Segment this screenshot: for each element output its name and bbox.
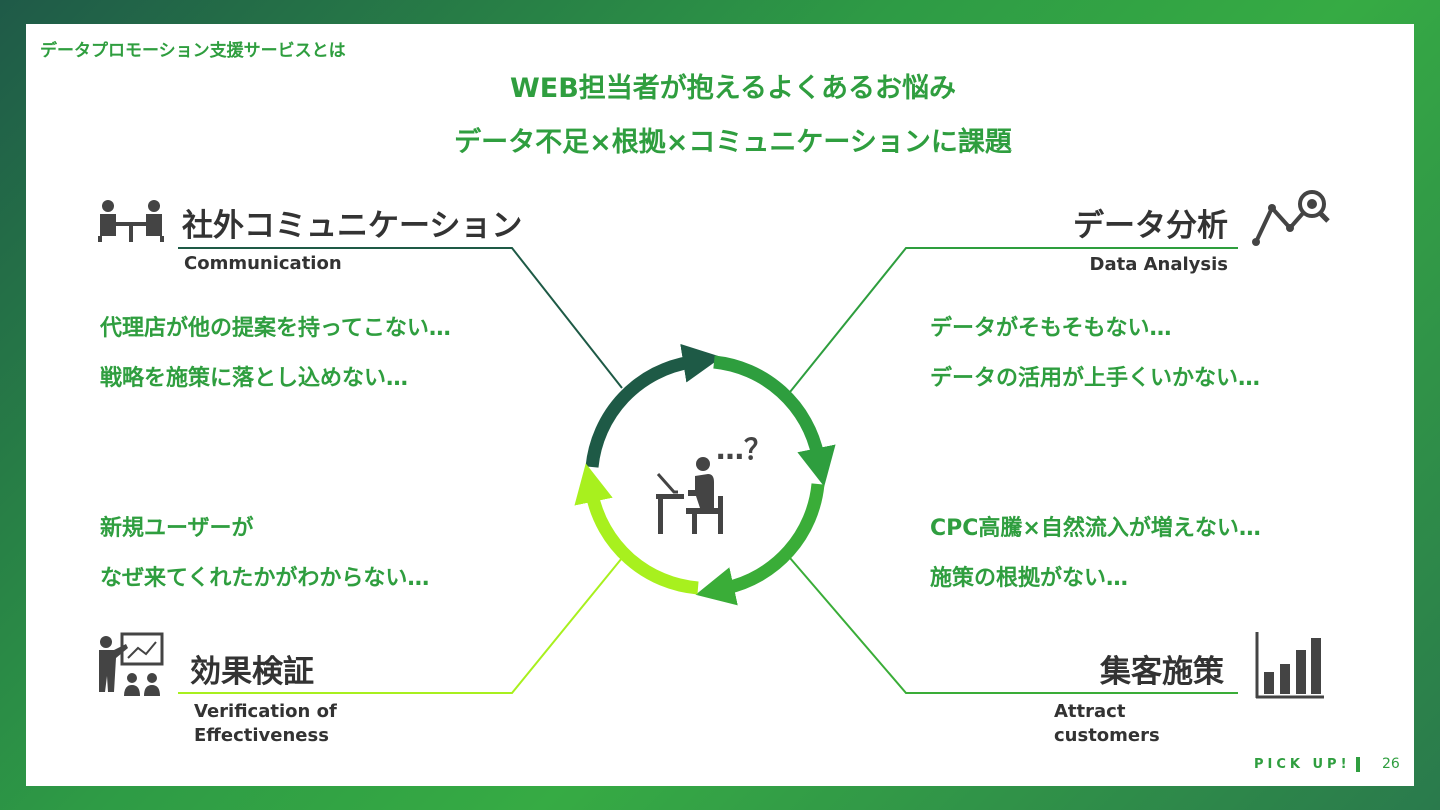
person-at-desk-icon: [656, 457, 723, 534]
cycle-arc-attract: [695, 483, 825, 606]
verification-connector: [178, 557, 623, 694]
cycle-arc-data-analysis: [713, 355, 836, 487]
verification-pain-2: なぜ来てくれたかがわからない…: [100, 566, 430, 591]
analytics-icon: [1252, 190, 1330, 246]
communication-subtitle: Communication: [184, 253, 342, 274]
communication-title: 社外コミュニケーション: [182, 208, 523, 244]
data-analysis-pain-2: データの活用が上手くいかない…: [930, 366, 1261, 391]
bar-chart-icon: [1255, 632, 1324, 699]
data-analysis-pain-1: データがそもそもない…: [930, 316, 1172, 341]
verification-pain-1: 新規ユーザーが: [100, 516, 254, 541]
attract-subtitle: Attract customers: [1054, 700, 1160, 748]
attract-subtitle-line-1: Attract: [1054, 701, 1126, 722]
attract-pain-1: CPC高騰×自然流入が増えない…: [930, 516, 1261, 541]
attract-pain-2: 施策の根拠がない…: [930, 566, 1129, 591]
section-title: データプロモーション支援サービスとは: [40, 41, 346, 61]
cycle-arc-communication: [585, 343, 722, 468]
attract-subtitle-line-2: customers: [1054, 725, 1160, 746]
communication-connector: [178, 247, 623, 389]
meeting-icon: [98, 200, 164, 242]
verification-title: 効果検証: [190, 654, 314, 690]
headline-line-2: データ不足×根拠×コミュニケーションに課題: [454, 127, 1012, 158]
data-analysis-title: データ分析: [1073, 208, 1228, 244]
data-analysis-subtitle: Data Analysis: [1089, 254, 1229, 275]
verification-subtitle: Verification of Effectiveness: [194, 700, 337, 748]
cycle-arc-verification: [574, 463, 699, 595]
verification-subtitle-line-1: Verification of: [194, 701, 337, 722]
footer-label: PICK UP!: [1254, 757, 1351, 772]
data-analysis-connector: [789, 247, 1238, 393]
attract-title: 集客施策: [1100, 654, 1224, 690]
page-number: 26: [1382, 756, 1400, 772]
communication-pain-2: 戦略を施策に落とし込めない…: [100, 366, 409, 391]
verification-subtitle-line-2: Effectiveness: [194, 725, 329, 746]
thought-bubble: …？: [716, 433, 773, 466]
headline-line-1: WEB担当者が抱えるよくあるお悩み: [510, 73, 956, 104]
communication-pain-1: 代理店が他の提案を持ってこない…: [100, 316, 451, 341]
presentation-icon: [99, 632, 164, 696]
footer-divider: [1356, 757, 1360, 772]
slide: データプロモーション支援サービスとは WEB担当者が抱えるよくあるお悩み データ…: [26, 24, 1414, 786]
attract-connector: [789, 557, 1238, 694]
cycle-diagram: [178, 247, 1238, 694]
